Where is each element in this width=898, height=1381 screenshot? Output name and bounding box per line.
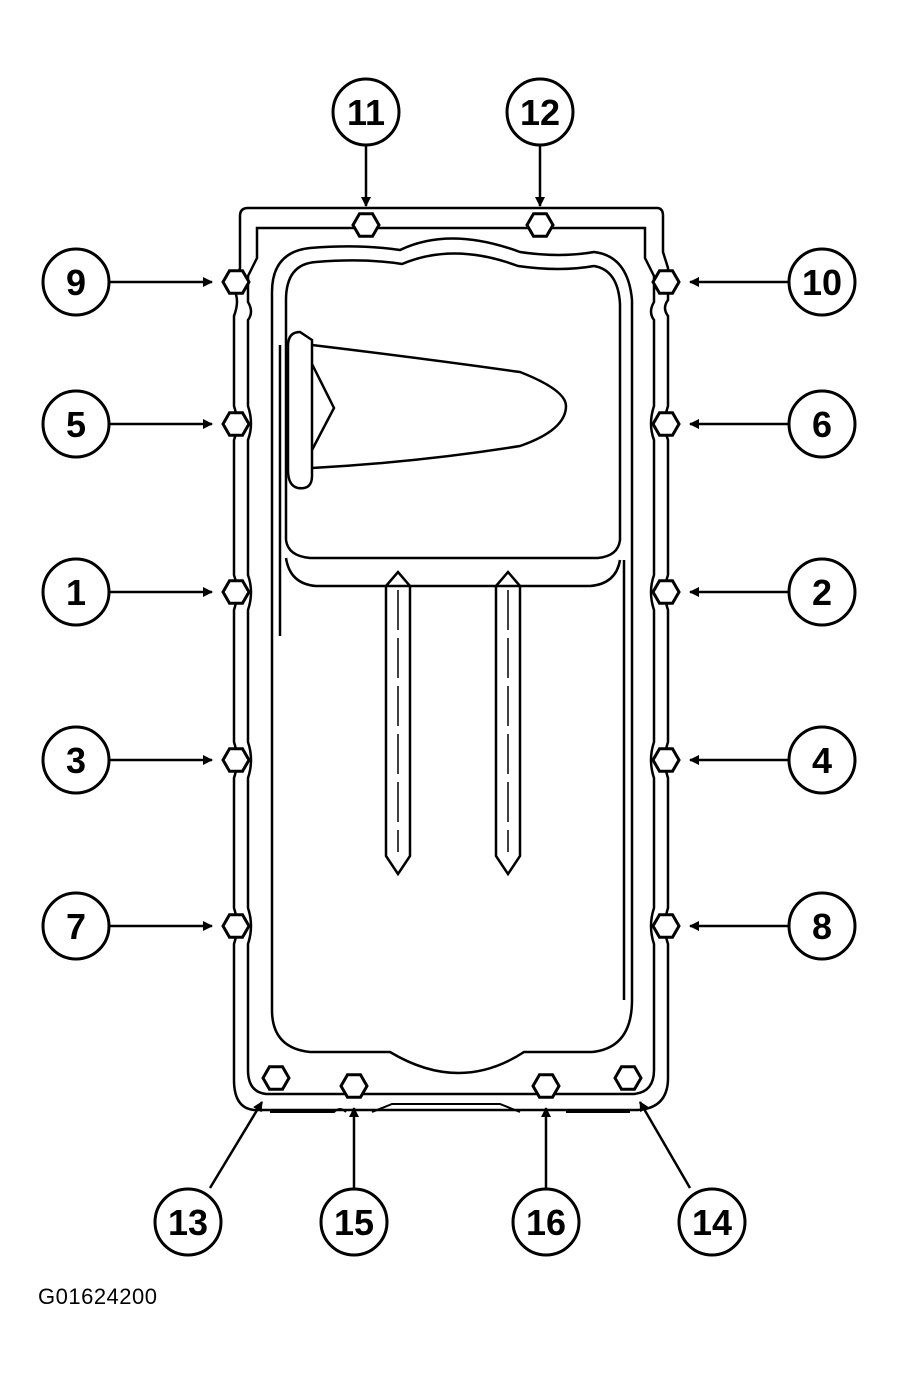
callout-10-circle <box>787 247 857 317</box>
callout-6: 6 <box>787 389 857 459</box>
callout-15: 15 <box>319 1187 389 1257</box>
callout-16-label: 16 <box>526 1202 566 1243</box>
callout-7-circle <box>41 891 111 961</box>
bolt-5-hex <box>221 411 251 437</box>
callout-7-label: 7 <box>66 906 86 947</box>
bolt-15-hex <box>339 1073 369 1099</box>
bolt-group <box>221 212 681 1099</box>
callout-1-label: 1 <box>66 572 86 613</box>
callout-10: 10 <box>787 247 857 317</box>
callout-11-circle <box>331 77 401 147</box>
leader-arrows <box>110 146 788 1189</box>
callout-14: 14 <box>677 1187 747 1257</box>
leader-arrow-14 <box>638 1101 692 1189</box>
callout-13-circle <box>153 1187 223 1257</box>
callout-11: 11 <box>331 77 401 147</box>
callout-2: 2 <box>787 557 857 627</box>
bolt-16-hex <box>531 1073 561 1099</box>
callout-13-label: 13 <box>168 1202 208 1243</box>
bolt-13-hex <box>261 1065 291 1091</box>
callout-5-circle <box>41 389 111 459</box>
callout-3-label: 3 <box>66 740 86 781</box>
oil-pan-body <box>270 237 634 1113</box>
callout-8-circle <box>787 891 857 961</box>
callout-15-circle <box>319 1187 389 1257</box>
callout-8: 8 <box>787 891 857 961</box>
bolt-1-hex <box>221 579 251 605</box>
bolt-4-hex <box>651 747 681 773</box>
callout-1-circle <box>41 557 111 627</box>
callout-9: 9 <box>41 247 111 317</box>
bolt-12-hex <box>525 212 555 238</box>
callout-14-circle <box>677 1187 747 1257</box>
bolt-2-hex <box>651 579 681 605</box>
callout-12: 12 <box>505 77 575 147</box>
figure-id: G01624200 <box>38 1284 158 1309</box>
bolt-10-hex <box>651 269 681 295</box>
bolt-7-hex <box>221 913 251 939</box>
bolt-11-hex <box>351 212 381 238</box>
callout-3-circle <box>41 725 111 795</box>
callout-3: 3 <box>41 725 111 795</box>
bolt-8-hex <box>651 913 681 939</box>
callout-7: 7 <box>41 891 111 961</box>
callout-13: 13 <box>153 1187 223 1257</box>
callout-5-label: 5 <box>66 404 86 445</box>
callout-4-circle <box>787 725 857 795</box>
oil-pan-flange <box>232 206 670 1112</box>
bolt-6-hex <box>651 411 681 437</box>
callout-11-label: 11 <box>347 92 385 133</box>
callout-8-label: 8 <box>812 906 832 947</box>
callout-1: 1 <box>41 557 111 627</box>
callout-10-label: 10 <box>802 262 842 303</box>
leader-arrow-13 <box>208 1101 264 1189</box>
callout-6-circle <box>787 389 857 459</box>
bolt-3-hex <box>221 747 251 773</box>
callout-14-label: 14 <box>692 1202 732 1243</box>
callout-12-label: 12 <box>520 92 560 133</box>
callout-9-label: 9 <box>66 262 86 303</box>
callout-6-label: 6 <box>812 404 832 445</box>
callout-16-circle <box>511 1187 581 1257</box>
callout-15-label: 15 <box>334 1202 374 1243</box>
callout-5: 5 <box>41 389 111 459</box>
callout-12-circle <box>505 77 575 147</box>
callout-4-label: 4 <box>812 740 832 781</box>
callout-4: 4 <box>787 725 857 795</box>
callout-2-circle <box>787 557 857 627</box>
callout-2-label: 2 <box>812 572 832 613</box>
bolt-9-hex <box>221 269 251 295</box>
callout-9-circle <box>41 247 111 317</box>
callout-16: 16 <box>511 1187 581 1257</box>
bolt-14-hex <box>613 1065 643 1091</box>
